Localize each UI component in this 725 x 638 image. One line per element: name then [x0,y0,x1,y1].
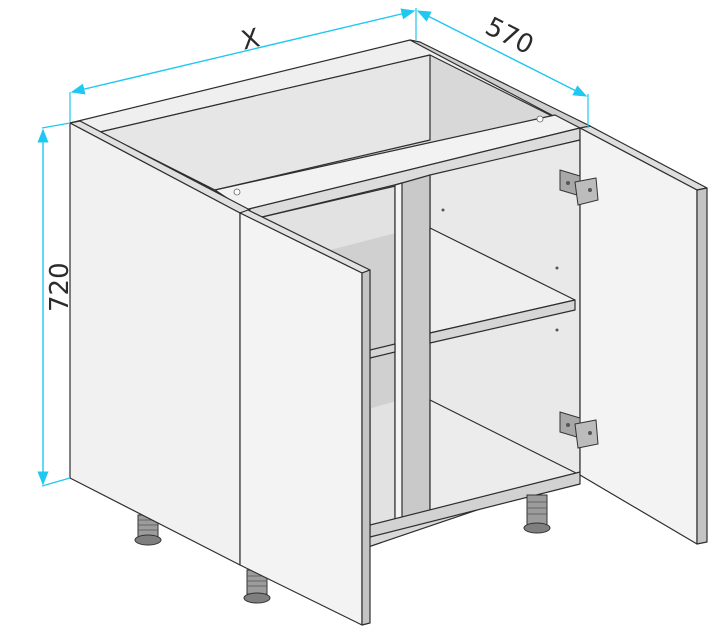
legs [134,494,551,604]
height-label: 720 [45,262,75,312]
shelf-pin-1 [441,208,445,212]
dimension-height: 720 [37,122,75,487]
leg-back-right [523,494,551,534]
dimension-depth: 570 [416,10,589,128]
depth-label: 570 [480,12,538,61]
hinge-top-icon [559,169,599,206]
shelf-right-front [429,299,576,344]
right-door [579,125,708,545]
rail-screw-left [233,188,241,196]
hinge-bottom-icon [559,411,599,449]
rail-screw-right [536,115,544,123]
shelf-pin-2 [555,266,559,270]
leg-front-center [243,569,271,604]
middle-divider-front [394,182,403,523]
left-side-panel [69,120,251,566]
shelf-pin-3 [555,328,559,332]
left-door [239,209,371,626]
